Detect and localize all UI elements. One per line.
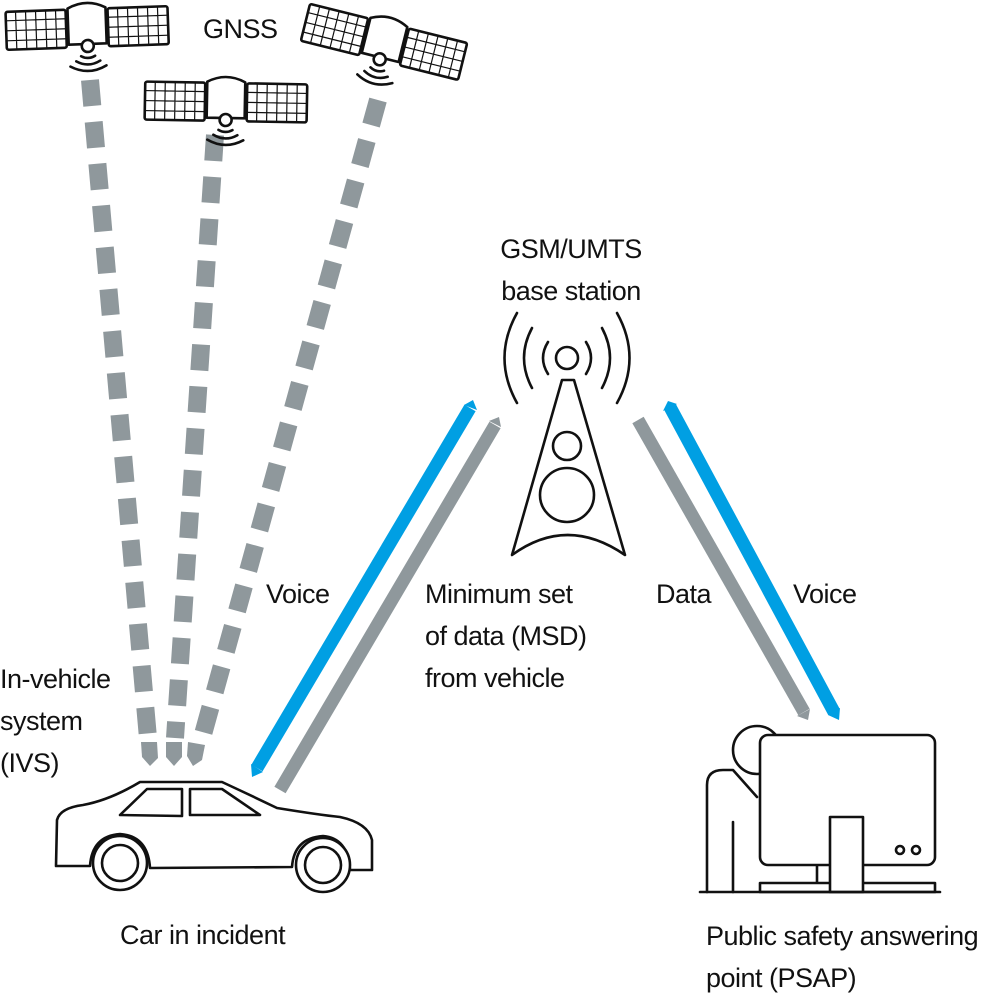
voice-left-label: Voice	[266, 579, 330, 609]
ivs-label-line-1: In-vehicle	[0, 664, 111, 694]
voice-link-car	[251, 404, 476, 772]
voice-link-psap	[664, 403, 840, 716]
base-station-label-line-2: base station	[501, 276, 641, 306]
msd-label-line-1: Minimum set	[425, 579, 573, 609]
voice-right-label: Voice	[793, 579, 857, 609]
gnss-path-1	[81, 79, 157, 739]
gnss-label: GNSS	[203, 14, 278, 44]
car-label: Car in incident	[120, 920, 286, 950]
data-link-car	[274, 421, 501, 794]
base-station-tower-icon	[503, 311, 631, 557]
satellite-2-icon	[142, 74, 309, 148]
psap-operator-icon	[698, 724, 942, 894]
link-lines	[251, 400, 840, 794]
ivs-label-line-2: system	[0, 706, 83, 736]
base-station-label-line-1: GSM/UMTS	[500, 234, 642, 264]
gnss-path-2	[166, 134, 224, 739]
psap-label-line-2: point (PSAP)	[706, 963, 857, 993]
gnss-arrowheads	[141, 742, 205, 766]
ivs-label: In-vehicle system (IVS)	[0, 658, 111, 784]
msd-label-line-3: from vehicle	[425, 663, 565, 693]
car-icon	[54, 780, 374, 894]
psap-label-line-1: Public safety answering	[706, 921, 979, 951]
msd-label: Minimum set of data (MSD) from vehicle	[425, 573, 587, 699]
gnss-signal-paths	[81, 79, 387, 741]
msd-label-line-2: of data (MSD)	[425, 621, 587, 651]
gnss-path-3	[193, 97, 387, 741]
satellite-3-icon	[293, 0, 470, 105]
data-label: Data	[656, 579, 712, 609]
psap-label: Public safety answering point (PSAP)	[706, 915, 979, 995]
ivs-label-line-3: (IVS)	[0, 748, 60, 778]
satellite-1-icon	[4, 0, 171, 76]
data-link-psap	[632, 416, 810, 716]
base-station-label: GSM/UMTS base station	[500, 228, 642, 312]
